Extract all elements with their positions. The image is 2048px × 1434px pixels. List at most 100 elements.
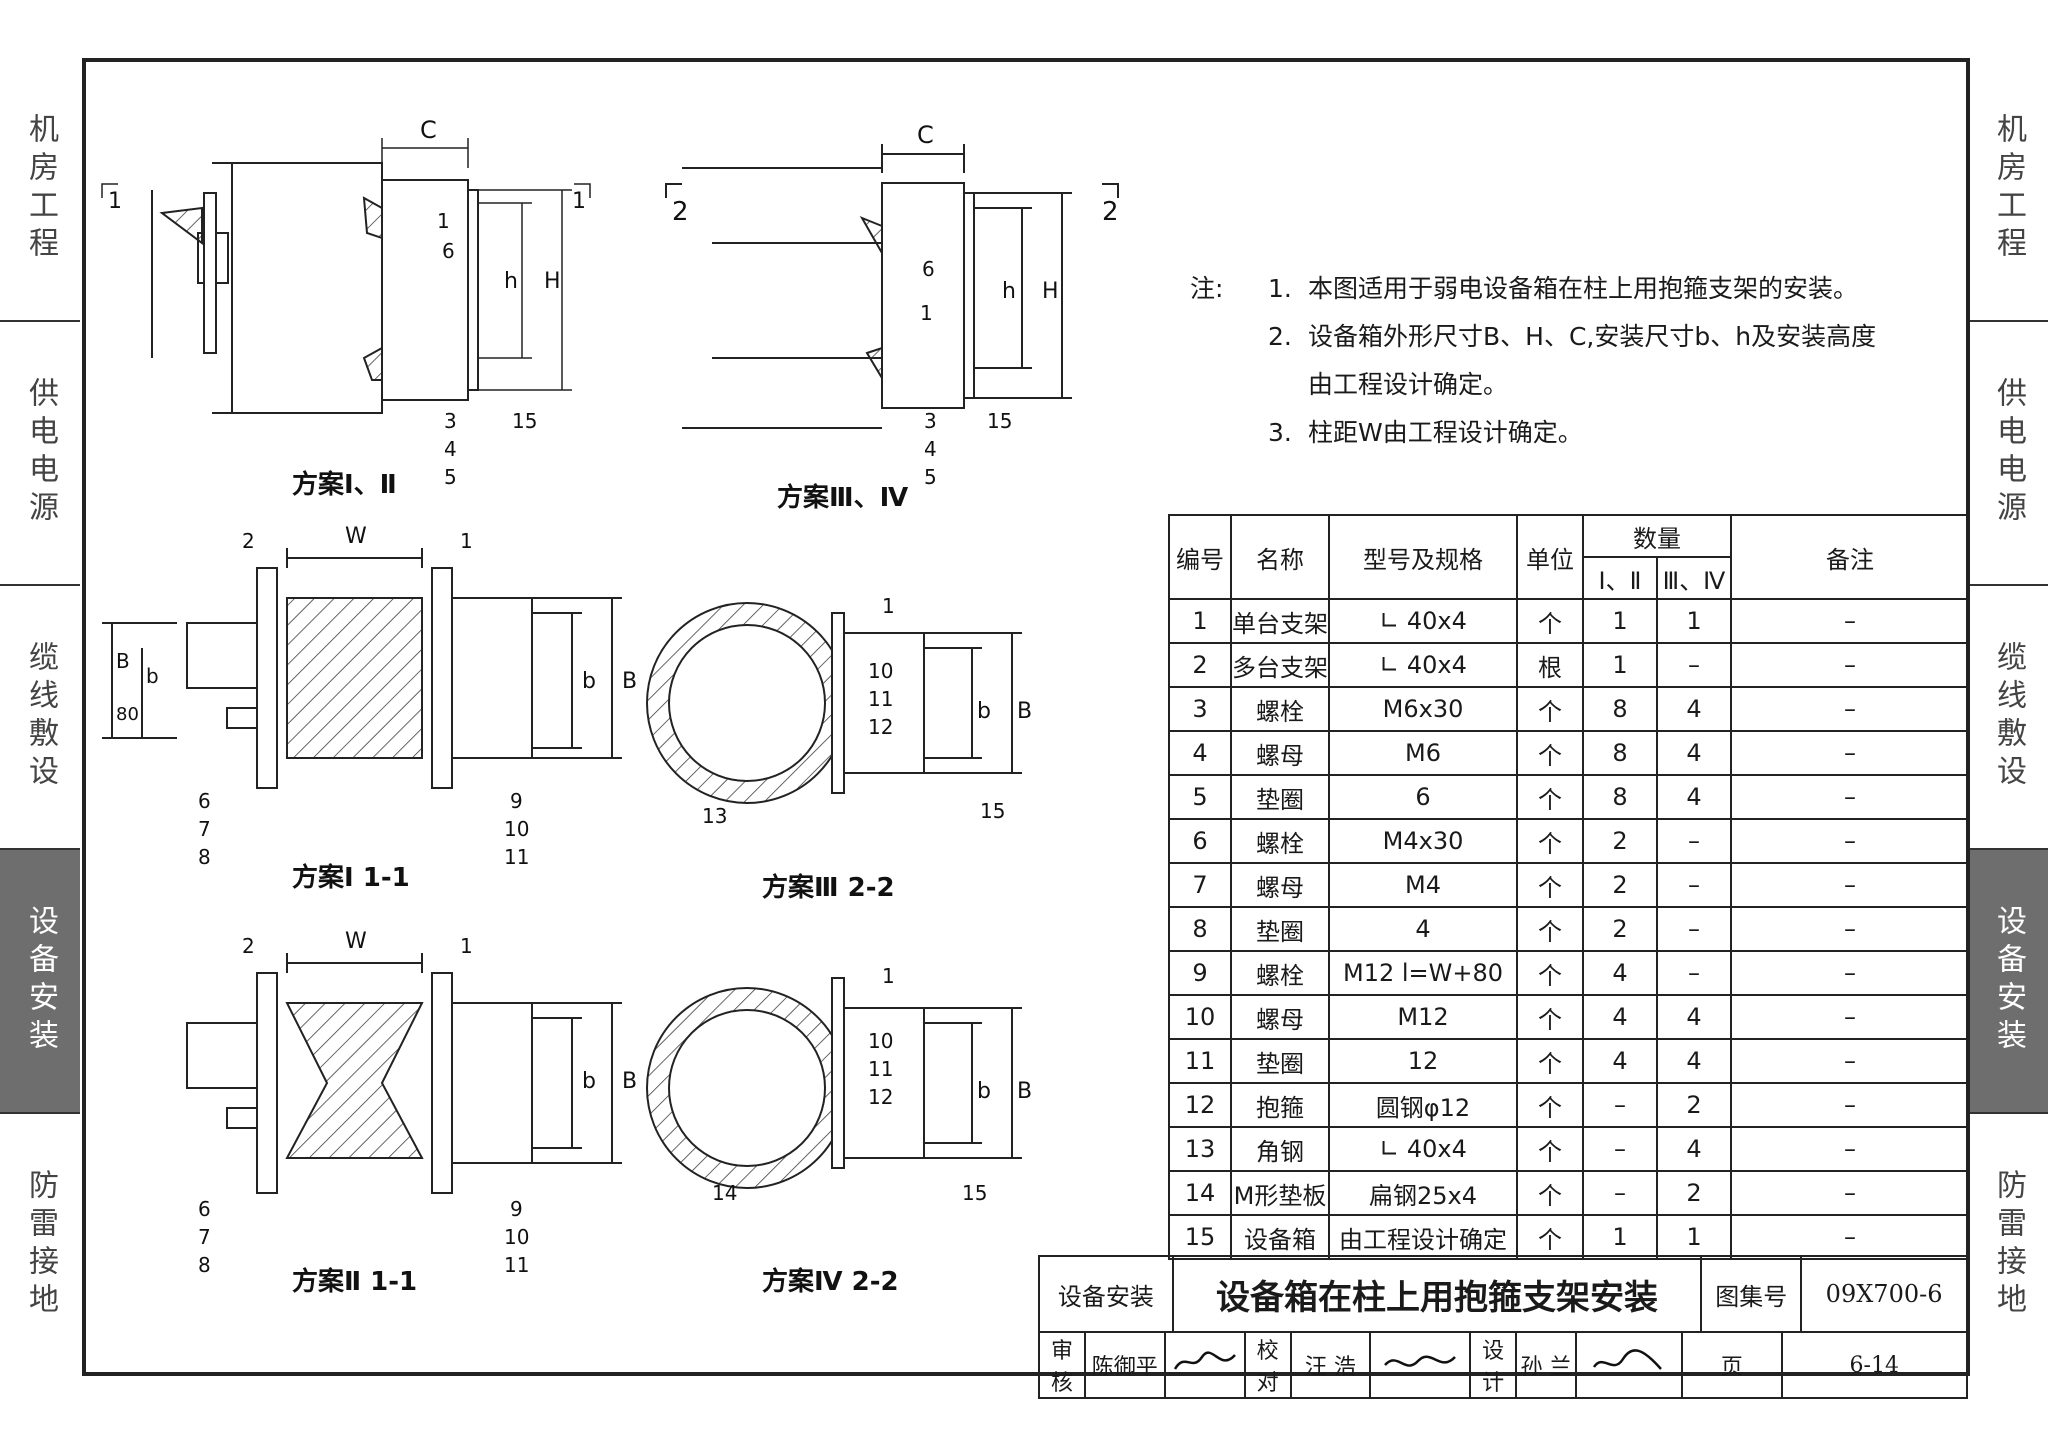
page-label: 页 bbox=[1680, 1331, 1783, 1399]
callout-14: 14 bbox=[712, 1181, 737, 1205]
side-tab-power-supply[interactable]: 供电电源 bbox=[0, 322, 80, 586]
side-tab-equipment-install[interactable]: 设备安装 bbox=[0, 850, 80, 1114]
notes-block: 注: 1. 本图适用于弱电设备箱在柱上用抱箍支架的安装。 2. 设备箱外形尺寸B… bbox=[1190, 265, 1876, 457]
drawing-title: 设备箱在柱上用抱箍支架安装 bbox=[1171, 1255, 1703, 1333]
side-tab-lightning-grounding[interactable]: 防雷接地 bbox=[1991, 1169, 2026, 1321]
title-category: 设备安装 bbox=[1038, 1255, 1174, 1333]
callout-1-v2: 1 bbox=[920, 301, 933, 325]
callout-9: 9 bbox=[510, 789, 523, 813]
callout-10-v6: 10 bbox=[868, 1029, 893, 1053]
callout-11-v5: 11 bbox=[504, 1253, 529, 1277]
dim-C-label-2: C bbox=[917, 121, 934, 149]
designer-signature bbox=[1574, 1331, 1683, 1399]
dim-b-label-4: b bbox=[977, 1079, 991, 1104]
view-scheme-3-section bbox=[646, 602, 1022, 804]
header-qty-3-4: Ⅲ、Ⅳ bbox=[1656, 556, 1732, 600]
view-title-scheme-2-section: 方案Ⅱ 1-1 bbox=[292, 1266, 417, 1297]
side-tab-power-supply[interactable]: 供电电源 bbox=[1968, 322, 2048, 586]
note-row-2: 2. 设备箱外形尺寸B、H、C,安装尺寸b、h及安装高度 bbox=[1190, 313, 1876, 361]
dim-80: 80 bbox=[116, 704, 139, 725]
callout-10-v5: 10 bbox=[504, 1225, 529, 1249]
header-qty: 数量 bbox=[1582, 514, 1732, 558]
callout-4: 4 bbox=[444, 437, 457, 461]
header-unit: 单位 bbox=[1516, 514, 1584, 600]
callout-8-v5: 8 bbox=[198, 1253, 211, 1277]
reviewer-signature bbox=[1163, 1331, 1246, 1399]
atlas-label: 图集号 bbox=[1700, 1255, 1803, 1333]
header-no: 编号 bbox=[1168, 514, 1232, 600]
review-label: 审核 bbox=[1038, 1331, 1086, 1399]
right-side-tabs: 机房工程 供电电源 缆线敷设 设备安装 防雷接地 bbox=[1968, 58, 2048, 1376]
section-2-left: 2 bbox=[672, 197, 689, 227]
installation-drawing: C h H 1 1 1 6 3 4 5 15 方案Ⅰ、Ⅱ C h H 2 2 6… bbox=[101, 116, 1119, 1297]
dim-H-label: H bbox=[544, 269, 561, 294]
atlas-number: 09X700-6 bbox=[1800, 1255, 1968, 1333]
callout-8: 8 bbox=[198, 845, 211, 869]
checker-signature bbox=[1369, 1331, 1472, 1399]
side-tab-equipment-install[interactable]: 设备安装 bbox=[1968, 850, 2048, 1114]
callout-1-v3: 1 bbox=[460, 529, 473, 553]
callout-3-v2: 3 bbox=[924, 409, 937, 433]
dim-B-label-3: B bbox=[622, 1069, 637, 1094]
note-text: 本图适用于弱电设备箱在柱上用抱箍支架的安装。 bbox=[1308, 274, 1859, 303]
design-label: 设计 bbox=[1469, 1331, 1518, 1399]
dim-W-label: W bbox=[345, 524, 367, 549]
view-scheme-2-section bbox=[186, 953, 622, 1194]
check-label: 校对 bbox=[1243, 1331, 1292, 1399]
view-scheme-4-section bbox=[646, 977, 1022, 1189]
callout-6-v5: 6 bbox=[198, 1197, 211, 1221]
header-qty-1-2: Ⅰ、Ⅱ bbox=[1582, 556, 1658, 600]
left-side-tabs: 机房工程 供电电源 缆线敷设 设备安装 防雷接地 bbox=[0, 58, 80, 1376]
side-tab-lightning-grounding[interactable]: 防雷接地 bbox=[23, 1169, 58, 1321]
view-title-scheme-1-2: 方案Ⅰ、Ⅱ bbox=[292, 469, 397, 500]
dim-W-label-2: W bbox=[345, 929, 367, 954]
callout-15-v6: 15 bbox=[962, 1181, 987, 1205]
callout-15-v2: 15 bbox=[987, 409, 1012, 433]
note-row-3: 由工程设计确定。 bbox=[1190, 361, 1876, 409]
callout-10-v4: 10 bbox=[868, 659, 893, 683]
side-tab-machine-room[interactable]: 机房工程 bbox=[1968, 58, 2048, 322]
callout-1-v6: 1 bbox=[882, 964, 895, 988]
dim-B-small: B bbox=[116, 649, 130, 673]
callout-11-v4: 11 bbox=[868, 687, 893, 711]
callout-4-v2: 4 bbox=[924, 437, 937, 461]
callout-7: 7 bbox=[198, 817, 211, 841]
side-tab-cabling[interactable]: 缆线敷设 bbox=[0, 586, 80, 850]
note-text: 设备箱外形尺寸B、H、C,安装尺寸b、h及安装高度 bbox=[1308, 322, 1877, 351]
callout-6: 6 bbox=[442, 239, 455, 263]
callout-9-v5: 9 bbox=[510, 1197, 523, 1221]
callout-3: 3 bbox=[444, 409, 457, 433]
view-scheme-1-2-dims bbox=[101, 138, 591, 391]
callout-15-v4: 15 bbox=[980, 799, 1005, 823]
checker-name: 汪 浩 bbox=[1289, 1331, 1372, 1399]
notes-prefix: 注: bbox=[1190, 274, 1224, 303]
callout-10: 10 bbox=[504, 817, 529, 841]
callout-5-v2: 5 bbox=[924, 465, 937, 489]
title-block: 设备安装 设备箱在柱上用抱箍支架安装 图集号 09X700-6 bbox=[1038, 1255, 1968, 1333]
section-1-left: 1 bbox=[108, 189, 122, 214]
page-number: 6-14 bbox=[1780, 1331, 1969, 1399]
view-scheme-1-section bbox=[102, 548, 622, 789]
callout-12-v6: 12 bbox=[868, 1085, 893, 1109]
dim-H-label-2: H bbox=[1042, 279, 1059, 304]
header-name: 名称 bbox=[1230, 514, 1330, 600]
callout-12: 12 bbox=[868, 715, 893, 739]
view-scheme-1-2 bbox=[151, 162, 479, 414]
view-scheme-3-4 bbox=[665, 144, 1119, 429]
section-1-right: 1 bbox=[572, 189, 586, 214]
signature-mark bbox=[1592, 1349, 1662, 1370]
side-tab-machine-room[interactable]: 机房工程 bbox=[0, 58, 80, 322]
side-tab-cabling[interactable]: 缆线敷设 bbox=[1968, 586, 2048, 850]
dim-B-label-4: B bbox=[1017, 1079, 1032, 1104]
